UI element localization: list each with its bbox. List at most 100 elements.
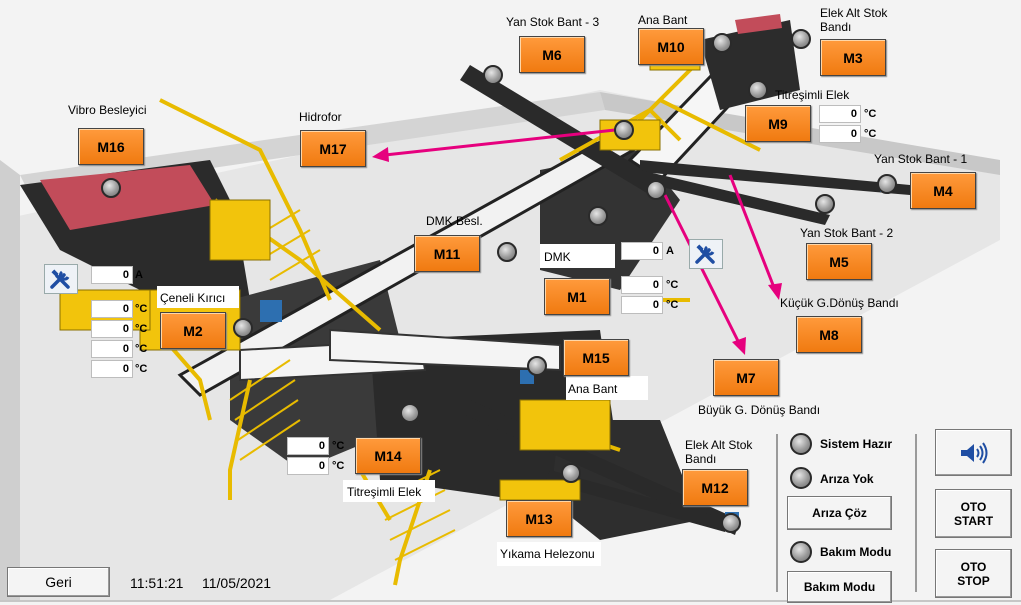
m2-current-value: 0 (91, 266, 133, 284)
m9-temp-2-unit: °C (864, 128, 877, 140)
motor-m4-status-lamp (877, 174, 897, 194)
m1-current-value: 0 (621, 242, 663, 260)
motor-m3-button[interactable]: M3 (820, 39, 886, 76)
m1-temp-1-value: 0 (621, 276, 663, 294)
motor-m7-button[interactable]: M7 (713, 359, 779, 396)
m14-temp-2-unit: °C (332, 460, 345, 472)
motor-m2-button[interactable]: M2 (160, 312, 226, 349)
motor-m9-button[interactable]: M9 (745, 105, 811, 142)
m9-temp-1-value: 0 (819, 105, 861, 123)
m2-temp-3-value: 0 (91, 340, 133, 358)
label-yan-stok-bant-2: Yan Stok Bant - 2 (800, 226, 894, 240)
motor-m10-button[interactable]: M10 (638, 28, 704, 65)
motor-m1-button[interactable]: M1 (544, 278, 610, 315)
label-ceneli-kirici: Çeneli Kırıcı (160, 291, 226, 305)
motor-m6-button[interactable]: M6 (519, 36, 585, 73)
motor-m2-status-lamp (233, 318, 253, 338)
label-dmk-besl: DMK Besl. (426, 214, 483, 228)
m2-temp-2-value: 0 (91, 320, 133, 338)
m14-temp-1-value: 0 (287, 437, 329, 455)
label-titresimli-elek-top: Titreşimli Elek (775, 88, 850, 102)
label-box-ana-bant-mid (566, 376, 648, 400)
tools-icon (50, 269, 70, 289)
crusher-tools-icon[interactable] (44, 264, 78, 294)
motor-m5-status-lamp (815, 194, 835, 214)
motor-m14-status-lamp (400, 403, 420, 423)
system-ready-lamp (790, 433, 812, 455)
label-yan-stok-bant-1: Yan Stok Bant - 1 (874, 152, 968, 166)
m14-temp-2-value: 0 (287, 457, 329, 475)
label-box-yikama (497, 542, 601, 566)
label-elek-alt-stok-bot: Elek Alt Stok Bandı (685, 438, 753, 466)
label-box-titresimli-elek-bot (343, 480, 435, 502)
label-kucuk-donus-bandi: Küçük G.Dönüş Bandı (780, 296, 899, 310)
label-box-dmk (540, 244, 615, 268)
speaker-icon (960, 441, 987, 464)
dmk-tools-icon[interactable] (689, 239, 723, 269)
label-box-ceneli (157, 286, 239, 308)
back-button[interactable]: Geri (7, 567, 110, 597)
label-ana-bant-top: Ana Bant (638, 13, 688, 27)
m2-temp-3-unit: °C (135, 343, 148, 355)
m14-temp-1-unit: °C (332, 440, 345, 452)
motor-m16-button[interactable]: M16 (78, 128, 144, 165)
m2-temp-1-unit: °C (135, 303, 148, 315)
motor-m3-status-lamp (791, 29, 811, 49)
motor-m14-button[interactable]: M14 (355, 437, 421, 474)
m2-temp-4-value: 0 (91, 360, 133, 378)
m1-temp-2-unit: °C (666, 299, 679, 311)
motor-m1-status-lamp (588, 206, 608, 226)
sound-button[interactable] (935, 429, 1012, 476)
clock-date: 11/05/2021 (202, 575, 272, 591)
maintenance-mode-label: Bakım Modu (820, 545, 892, 559)
label-buyuk-donus-bandi: Büyük G. Dönüş Bandı (698, 403, 821, 417)
motor-m5-button[interactable]: M5 (806, 243, 872, 280)
m9-temp-1-unit: °C (864, 108, 877, 120)
m2-current-unit: A (135, 269, 143, 281)
system-ready-label: Sistem Hazır (820, 437, 893, 451)
m2-temp-2-unit: °C (135, 323, 148, 335)
m1-temp-2-value: 0 (621, 296, 663, 314)
motor-m17-button[interactable]: M17 (300, 130, 366, 167)
motor-m13-status-lamp (561, 463, 581, 483)
motor-m13-button[interactable]: M13 (506, 500, 572, 537)
maintenance-mode-button[interactable]: Bakım Modu (787, 571, 892, 603)
label-ana-bant-mid: Ana Bant (568, 382, 618, 396)
motor-m12-button[interactable]: M12 (682, 469, 748, 506)
motor-m15-status-lamp (527, 356, 547, 376)
motor-m11-button[interactable]: M11 (414, 235, 480, 272)
label-vibro-besleyici: Vibro Besleyici (68, 103, 147, 117)
label-dmk: DMK (544, 250, 571, 264)
label-yikama-helezonu: Yıkama Helezonu (500, 547, 595, 561)
label-elek-alt-stok-top: Elek Alt Stok Bandı (820, 6, 888, 34)
fault-reset-button[interactable]: Arıza Çöz (787, 496, 892, 530)
motor-m12-status-lamp (721, 513, 741, 533)
maintenance-mode-lamp (790, 541, 812, 563)
motor-m8-button[interactable]: M8 (796, 316, 862, 353)
motor-m17-status-lamp (614, 120, 634, 140)
auto-start-button[interactable]: OTO START (935, 489, 1012, 538)
auto-stop-button[interactable]: OTO STOP (935, 549, 1012, 598)
motor-m6-status-lamp (483, 65, 503, 85)
m2-temp-4-unit: °C (135, 363, 148, 375)
label-yan-stok-bant-3: Yan Stok Bant - 3 (506, 15, 600, 29)
motor-m11-status-lamp (497, 242, 517, 262)
m1-current-unit: A (666, 245, 674, 257)
motor-m10-status-lamp (712, 33, 732, 53)
m9-temp-2-value: 0 (819, 125, 861, 143)
no-fault-label: Arıza Yok (820, 472, 874, 486)
motor-m15-button[interactable]: M15 (563, 339, 629, 376)
no-fault-lamp (790, 467, 812, 489)
tools-icon (695, 244, 715, 264)
motor-m1-feed-status-lamp (646, 180, 666, 200)
label-titresimli-elek-bot: Titreşimli Elek (347, 485, 422, 499)
motor-m4-button[interactable]: M4 (910, 172, 976, 209)
m1-temp-1-unit: °C (666, 279, 679, 291)
label-hidrofor: Hidrofor (299, 110, 342, 124)
m2-temp-1-value: 0 (91, 300, 133, 318)
motor-m9-status-lamp (748, 80, 768, 100)
clock-time: 11:51:21 (130, 575, 184, 591)
motor-m16-status-lamp (101, 178, 121, 198)
